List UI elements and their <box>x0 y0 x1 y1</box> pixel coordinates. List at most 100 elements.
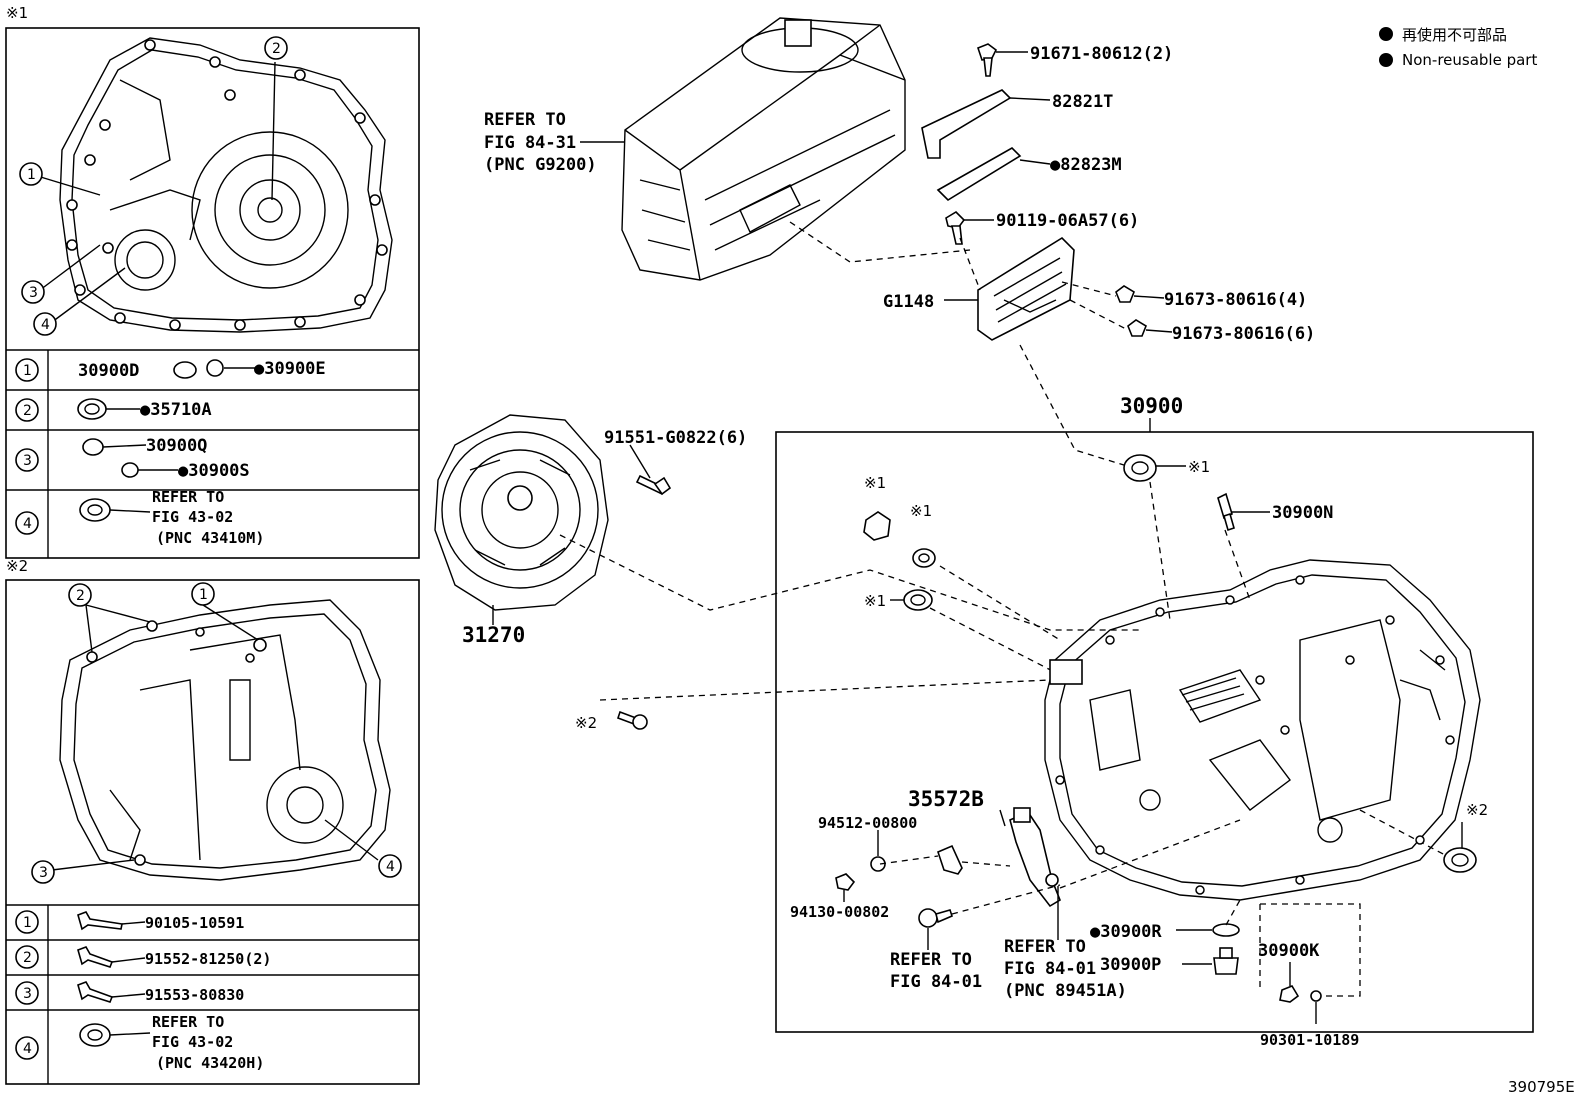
svg-text:3: 3 <box>23 453 32 469</box>
svg-text:FIG 84-01: FIG 84-01 <box>890 972 982 992</box>
svg-text:91673-80616(6): 91673-80616(6) <box>1172 324 1315 344</box>
svg-text:●30900R: ●30900R <box>1090 922 1162 942</box>
sensor-30900N: 30900N <box>1217 492 1333 532</box>
svg-text:※2: ※2 <box>575 714 597 732</box>
inverter-refer-label: REFER TO FIG 84-31 (PNC G9200) <box>484 110 625 175</box>
svg-text:1: 1 <box>23 915 32 931</box>
legend-en: Non-reusable part <box>1402 51 1537 69</box>
svg-text:94512-00800: 94512-00800 <box>818 814 917 832</box>
panel1-callouts: 1 2 3 4 <box>19 36 288 336</box>
svg-text:※1: ※1 <box>864 474 886 492</box>
svg-text:FIG 43-02: FIG 43-02 <box>152 1033 233 1051</box>
figure-id: 390795E <box>1508 1078 1575 1096</box>
plug-30900P: 30900P <box>1100 947 1239 975</box>
panel2-mark: ※2 <box>6 557 28 575</box>
svg-text:4: 4 <box>23 1041 32 1057</box>
gasket-30900R: ●30900R <box>1090 922 1240 942</box>
svg-text:91551-G0822(6): 91551-G0822(6) <box>604 428 747 448</box>
svg-text:1: 1 <box>199 587 208 603</box>
table2-row-4: 4 REFER TO FIG 43-02 (PNC 43420H) <box>15 1013 264 1072</box>
svg-text:2: 2 <box>23 950 32 966</box>
svg-text:30900N: 30900N <box>1272 503 1333 523</box>
table1-row-1: 1 30900D ●30900E <box>15 358 326 382</box>
sensor-G1148: G1148 <box>883 236 1075 341</box>
transaxle-housing-rear-drawing <box>59 599 391 881</box>
svg-text:3: 3 <box>39 865 48 881</box>
svg-text:90119-06A57(6): 90119-06A57(6) <box>996 211 1139 231</box>
panel1-mark: ※1 <box>6 4 28 22</box>
bolt-91671: 91671-80612(2) <box>977 43 1173 77</box>
bolt-mark2: ※2 <box>575 710 648 732</box>
bolt-91673-a: 91673-80616(4) <box>1115 285 1307 310</box>
nut-94130: 94130-00802 <box>790 873 889 921</box>
refer-8401b: REFER TO FIG 84-01 (PNC 89451A) <box>1004 886 1127 1001</box>
svg-text:REFER TO: REFER TO <box>152 1013 224 1031</box>
gasket-left: ※1 <box>910 502 936 568</box>
seal-oil-top: ※1 <box>1123 454 1210 482</box>
table1-row-3: 3 30900Q ●30900S <box>15 436 250 481</box>
svg-text:※1: ※1 <box>864 592 886 610</box>
neutral-start-switch-35572B: 35572B <box>908 787 1061 908</box>
svg-text:2: 2 <box>23 403 32 419</box>
seal-right: ※2 <box>1443 801 1488 873</box>
inverter-assembly-drawing <box>621 17 906 281</box>
table2-row-3: 3 91553-80830 <box>15 981 244 1005</box>
legend-dot-jp <box>1379 27 1393 41</box>
insulator-82823M: ●82823M <box>936 147 1122 202</box>
table1-row-4: 4 REFER TO FIG 43-02 (PNC 43410M) <box>15 488 264 547</box>
svg-text:REFER TO: REFER TO <box>152 488 224 506</box>
table1-row-2: 2 ●35710A <box>15 398 212 422</box>
plug-90301: 90301-10189 <box>1260 990 1359 1049</box>
svg-text:30900P: 30900P <box>1100 955 1161 975</box>
svg-text:31270: 31270 <box>462 623 525 647</box>
svg-text:91671-80612(2): 91671-80612(2) <box>1030 44 1173 64</box>
svg-text:91673-80616(4): 91673-80616(4) <box>1164 290 1307 310</box>
svg-text:G1148: G1148 <box>883 292 934 312</box>
table2-row-2: 2 91552-81250(2) <box>15 945 271 969</box>
svg-text:※1: ※1 <box>910 502 932 520</box>
svg-text:3: 3 <box>23 986 32 1002</box>
svg-text:82821T: 82821T <box>1052 92 1113 112</box>
panel1-frame <box>5 27 420 559</box>
svg-text:91553-80830: 91553-80830 <box>145 986 244 1004</box>
svg-text:(PNC 43420H): (PNC 43420H) <box>156 1054 264 1072</box>
flywheel-damper-31270: 31270 <box>434 414 609 647</box>
main-assembly-frame <box>775 431 1534 1033</box>
seal-left: ※1 <box>864 589 933 611</box>
svg-text:※1: ※1 <box>1188 458 1210 476</box>
svg-text:91552-81250(2): 91552-81250(2) <box>145 950 271 968</box>
svg-text:30900Q: 30900Q <box>146 436 207 456</box>
svg-text:30900K: 30900K <box>1258 941 1320 961</box>
svg-text:1: 1 <box>23 363 32 379</box>
label-30900: 30900 <box>1120 394 1183 418</box>
svg-text:2: 2 <box>272 41 281 57</box>
svg-text:(PNC G9200): (PNC G9200) <box>484 155 597 175</box>
svg-text:4: 4 <box>41 317 50 333</box>
svg-text:●82823M: ●82823M <box>1050 155 1122 175</box>
svg-text:●30900E: ●30900E <box>254 359 326 379</box>
svg-text:90105-10591: 90105-10591 <box>145 914 244 932</box>
svg-text:FIG 84-01: FIG 84-01 <box>1004 959 1096 979</box>
svg-text:REFER TO: REFER TO <box>1004 937 1086 957</box>
bolt-refer-8401a: REFER TO FIG 84-01 <box>890 908 982 992</box>
svg-text:1: 1 <box>27 167 36 183</box>
svg-text:2: 2 <box>76 588 85 604</box>
svg-text:35572B: 35572B <box>908 787 984 811</box>
svg-text:94130-00802: 94130-00802 <box>790 903 889 921</box>
transaxle-assembly-drawing <box>1044 559 1481 901</box>
svg-text:FIG 84-31: FIG 84-31 <box>484 133 576 153</box>
lever-94512: 94512-00800 <box>818 814 963 875</box>
svg-text:FIG 43-02: FIG 43-02 <box>152 508 233 526</box>
svg-text:30900D: 30900D <box>78 361 139 381</box>
transaxle-housing-front-drawing <box>59 37 393 333</box>
svg-text:4: 4 <box>23 516 32 532</box>
svg-text:(PNC 89451A): (PNC 89451A) <box>1004 981 1127 1001</box>
bolt-91551: 91551-G0822(6) <box>604 428 747 496</box>
svg-text:4: 4 <box>386 859 395 875</box>
svg-text:●30900S: ●30900S <box>178 461 250 481</box>
svg-text:REFER TO: REFER TO <box>890 950 972 970</box>
plug-30900K: 30900K <box>1258 941 1320 1003</box>
svg-text:※2: ※2 <box>1466 801 1488 819</box>
svg-text:(PNC 43410M): (PNC 43410M) <box>156 529 264 547</box>
